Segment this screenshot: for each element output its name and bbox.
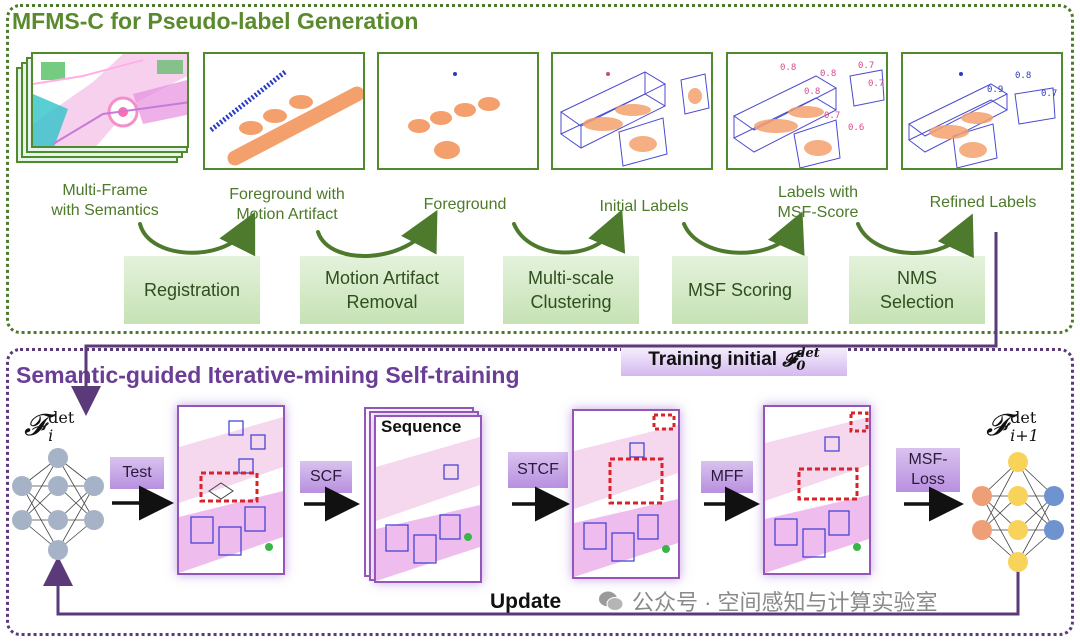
stage-label-multi-frame: Multi-Frame with Semantics [51, 182, 159, 219]
pseudo-label-panel-title: MFMS-C for Pseudo-label Generation [12, 8, 419, 34]
multi-frame-image [31, 52, 189, 148]
operation-registration: Registration [124, 256, 260, 324]
model-in-sup: det [48, 408, 75, 427]
msf-score-labels-scene: 0.8 0.8 0.8 0.7 0.7 0.7 0.6 [733, 61, 885, 168]
pseudo-label-panel [6, 4, 1074, 334]
refined-labels-image: 0.9 0.8 0.7 [901, 52, 1063, 170]
watermark: 公众号 · 空间感知与计算实验室 [598, 585, 938, 617]
model-in-sub: i [48, 426, 54, 445]
refined-score-label: 0.9 [987, 85, 1003, 95]
model-out-sub: i+1 [1010, 426, 1039, 445]
msf-score-labels-image: 0.8 0.8 0.8 0.7 0.7 0.7 0.6 [726, 52, 888, 170]
update-label: Update [490, 590, 562, 613]
sequence-layer [374, 415, 482, 583]
refined-score-label: 0.7 [1041, 89, 1057, 99]
network-in [12, 448, 104, 560]
msf-score-label: 0.7 [858, 61, 874, 71]
curved-arrow [138, 211, 256, 257]
refined-score-label: 0.8 [1015, 71, 1031, 81]
training-initial-text: Training initial [648, 348, 778, 370]
msf-score-label: 0.8 [820, 69, 836, 79]
initial-labels-scene [560, 71, 710, 167]
training-initial-symbol: 𝓕 [782, 348, 797, 371]
network-out [972, 452, 1064, 572]
curved-arrow [512, 209, 626, 255]
initial-labels-image [551, 52, 713, 170]
operation-motion-artifact-removal: Motion Artifact Removal [300, 256, 464, 324]
operation-nms-selection: NMS Selection [849, 256, 985, 324]
curved-arrow [316, 209, 438, 258]
curved-arrow [682, 211, 805, 257]
stcf-scene [572, 409, 680, 579]
test-result-scene [177, 405, 285, 575]
watermark-text: 公众号 · 空间感知与计算实验室 [632, 590, 938, 615]
curved-arrow [856, 213, 974, 259]
stcf-pointcloud [574, 413, 678, 577]
model-out-symbol: 𝓕 [986, 408, 1009, 443]
msf-score-label: 0.8 [804, 87, 820, 97]
stage-label-refined-labels: Refined Labels [929, 194, 1037, 211]
update-loop-arrow [43, 556, 1020, 616]
multi-frame-scene [33, 54, 187, 146]
stage-label-foreground: Foreground [423, 196, 507, 213]
operation-msf-loss: MSF- Loss [896, 448, 960, 492]
training-initial-sub: 0 [796, 358, 806, 374]
self-training-panel [6, 348, 1074, 636]
foreground-with-artifact-scene [209, 70, 363, 166]
mff-scene [763, 405, 871, 575]
foreground-with-artifact-image [203, 52, 365, 170]
stage-label-foreground-artifact: Foreground with Motion Artifact [229, 186, 345, 223]
training-initial-sup: det [796, 345, 820, 361]
test-result-pointcloud [179, 417, 283, 573]
self-training-panel-title: Semantic-guided Iterative-mining Self-tr… [16, 362, 520, 388]
connector-refined-to-model [71, 232, 998, 416]
wechat-icon [598, 590, 624, 612]
operation-multi-scale-clustering: Multi-scale Clustering [503, 256, 639, 324]
mff-pointcloud [765, 411, 869, 573]
msf-score-label: 0.6 [848, 123, 864, 133]
operation-test: Test [110, 457, 164, 489]
msf-score-label: 0.8 [780, 63, 796, 73]
msf-score-label: 0.7 [868, 79, 884, 89]
refined-labels-scene: 0.9 0.8 0.7 [908, 71, 1057, 168]
foreground-image [377, 52, 539, 170]
stage-label-msf-score: Labels with MSF-Score [777, 184, 859, 221]
model-in-symbol: 𝓕 [24, 408, 47, 443]
sequence-pointcloud [376, 437, 480, 581]
model-out-sup: det [1010, 408, 1037, 427]
operation-stcf: STCF [508, 452, 568, 488]
sequence-label: Sequence [381, 417, 462, 436]
msf-score-label: 0.7 [824, 111, 840, 121]
operation-msf-scoring: MSF Scoring [672, 256, 808, 324]
foreground-scene [408, 72, 500, 159]
